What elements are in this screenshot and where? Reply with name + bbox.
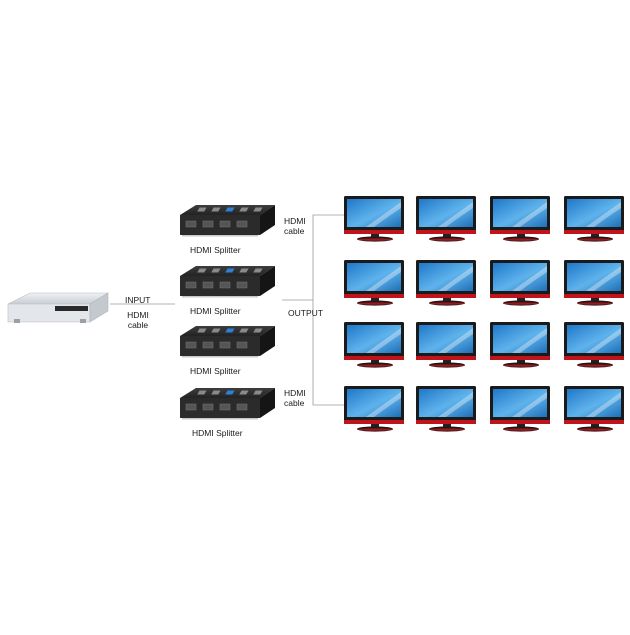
tv-monitor [344,260,404,306]
tv-monitor [490,386,550,432]
tv-grid [344,196,624,432]
tv-monitor [490,260,550,306]
tv-monitor [344,196,404,242]
tv-monitor [490,196,550,242]
tv-monitor [564,196,624,242]
top-hdmi-cable-label: HDMI cable [284,216,306,236]
tv-monitor [416,196,476,242]
tv-monitor [416,322,476,368]
input-cable-label: HDMI cable [127,310,149,330]
splitters-group [180,205,275,420]
tv-monitor [344,386,404,432]
tv-monitor [416,260,476,306]
hdmi-splitter-device [180,205,275,237]
hdmi-splitter-device [180,326,275,358]
hdmi-splitter-device [180,388,275,420]
splitter-label-2: HDMI Splitter [190,306,241,316]
tv-monitor [564,386,624,432]
source-player-device [7,292,110,323]
tv-monitor [344,322,404,368]
hdmi-splitter-device [180,266,275,298]
tv-monitor [564,322,624,368]
tv-monitor [416,386,476,432]
splitter-label-3: HDMI Splitter [190,366,241,376]
tv-monitor [564,260,624,306]
bottom-hdmi-cable-label: HDMI cable [284,388,306,408]
output-connector-lines [282,214,344,406]
splitter-label-1: HDMI Splitter [190,245,241,255]
input-label: INPUT [125,295,151,305]
output-label: OUTPUT [288,308,323,318]
splitter-label-4: HDMI Splitter [192,428,243,438]
tv-monitor [490,322,550,368]
